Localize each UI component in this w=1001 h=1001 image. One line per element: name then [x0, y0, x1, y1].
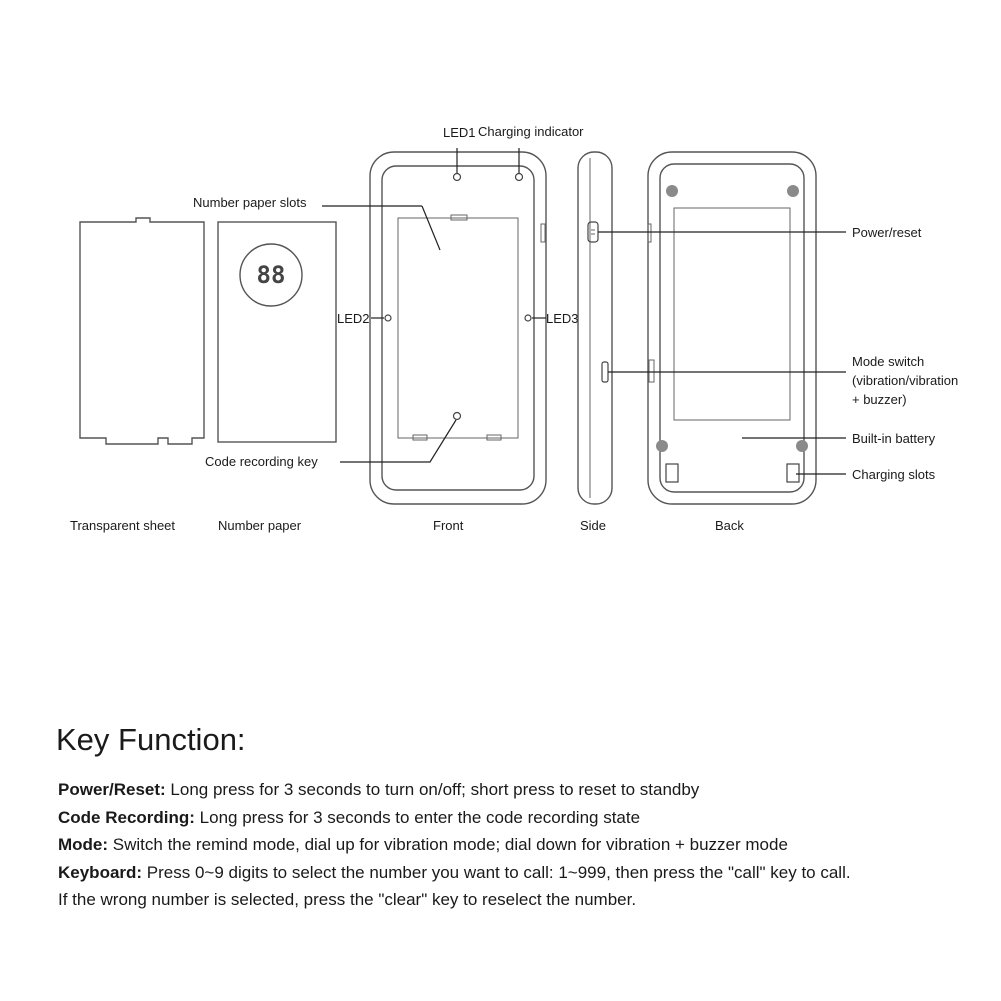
key-function-label: Code Recording:: [58, 807, 195, 827]
led2-indicator: [384, 314, 392, 322]
key-function-item-code-recording: Code Recording: Long press for 3 seconds…: [58, 804, 988, 832]
mode-switch-callout-line1: Mode switch: [852, 354, 924, 369]
front-view: [369, 151, 547, 505]
back-view: [647, 151, 817, 505]
number-display-ring: [239, 243, 303, 307]
transparent-sheet: [79, 217, 205, 445]
key-function-text: Switch the remind mode, dial up for vibr…: [108, 835, 788, 854]
led1-indicator: [452, 172, 462, 182]
charging-indicator-light: [514, 172, 524, 182]
key-function-label: Keyboard:: [58, 862, 143, 882]
transparent-sheet-label: Transparent sheet: [70, 518, 175, 533]
mode-switch-callout-line2: (vibration/vibration: [852, 373, 958, 388]
key-function-list: Power/Reset: Long press for 3 seconds to…: [58, 776, 988, 914]
key-function-item-keyboard: Keyboard: Press 0~9 digits to select the…: [58, 859, 988, 887]
key-function-continuation: If the wrong number is selected, press t…: [58, 890, 637, 909]
code-recording-key-callout: Code recording key: [205, 454, 318, 469]
number-paper-slots-callout: Number paper slots: [193, 195, 307, 210]
led2-callout: LED2: [337, 311, 370, 326]
key-function-text: Long press for 3 seconds to turn on/off;…: [165, 780, 700, 799]
key-function-label: Power/Reset:: [58, 780, 166, 799]
key-function-item-power-reset: Power/Reset: Long press for 3 seconds to…: [58, 776, 988, 804]
led3-indicator: [524, 314, 532, 322]
back-screw-bottom-left: [656, 440, 668, 452]
led1-callout: LED1: [443, 125, 476, 140]
charging-slot-right: [786, 463, 800, 483]
pager-diagram: Transparent sheet 88 Number paper Front …: [70, 124, 958, 533]
side-label: Side: [580, 518, 606, 533]
front-label: Front: [433, 518, 464, 533]
charging-indicator-callout: Charging indicator: [478, 124, 584, 139]
power-reset-callout: Power/reset: [852, 225, 922, 240]
mode-switch-slider: [601, 361, 609, 383]
charging-slot-left: [665, 463, 679, 483]
key-function-title: Key Function:: [56, 722, 246, 757]
mode-switch-callout-line3: + buzzer): [852, 392, 907, 407]
side-view: [577, 151, 613, 505]
led3-callout: LED3: [546, 311, 579, 326]
number-paper-label: Number paper: [218, 518, 302, 533]
number-paper: 88: [217, 221, 337, 443]
key-function-label: Mode:: [58, 835, 109, 854]
code-recording-key: [452, 411, 462, 421]
back-screw-bottom-right: [796, 440, 808, 452]
built-in-battery-callout: Built-in battery: [852, 431, 936, 446]
key-function-text: Press 0~9 digits to select the number yo…: [142, 862, 851, 882]
charging-slots-callout: Charging slots: [852, 467, 936, 482]
number-display-digits: 88: [257, 261, 286, 289]
key-function-text: Long press for 3 seconds to enter the co…: [194, 807, 641, 827]
back-screw-top-right: [787, 185, 799, 197]
key-function-item-mode: Mode: Switch the remind mode, dial up fo…: [58, 831, 988, 859]
back-screw-top-left: [666, 185, 678, 197]
back-label: Back: [715, 518, 744, 533]
